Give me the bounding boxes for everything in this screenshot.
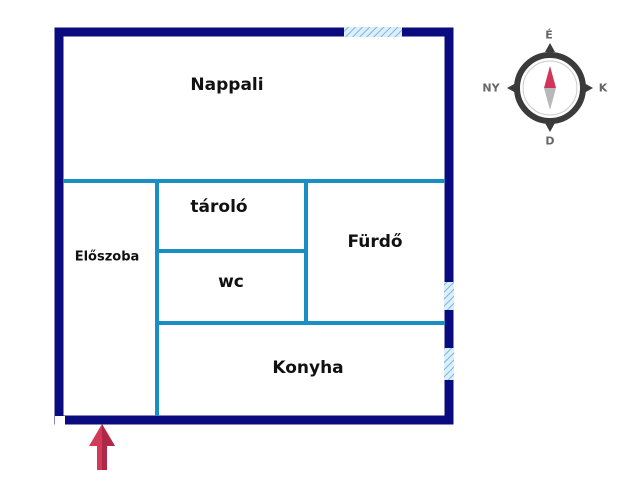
compass-icon xyxy=(507,43,593,132)
compass-east-label: K xyxy=(598,81,608,95)
room-label-taroló: tároló xyxy=(190,197,248,217)
compass-north-needle xyxy=(544,66,556,88)
room-label-wc: wc xyxy=(218,272,244,292)
room-label-konyha: Konyha xyxy=(272,358,344,378)
window-right-lower xyxy=(444,348,454,380)
window-top xyxy=(344,27,402,37)
inner-walls xyxy=(63,179,445,416)
window-right-upper xyxy=(444,282,454,310)
compass-south-label: D xyxy=(545,134,555,148)
compass-south-needle xyxy=(544,88,556,110)
compass-north-label: É xyxy=(545,28,553,42)
outer-wall xyxy=(54,27,454,425)
compass-west-label: NY xyxy=(482,81,500,95)
entrance-arrow-icon xyxy=(89,424,115,470)
entrance-opening xyxy=(55,416,65,425)
room-label-nappali: Nappali xyxy=(190,75,264,95)
room-label-eloszoba: Előszoba xyxy=(74,249,140,265)
room-label-furdo: Fürdő xyxy=(347,232,403,252)
